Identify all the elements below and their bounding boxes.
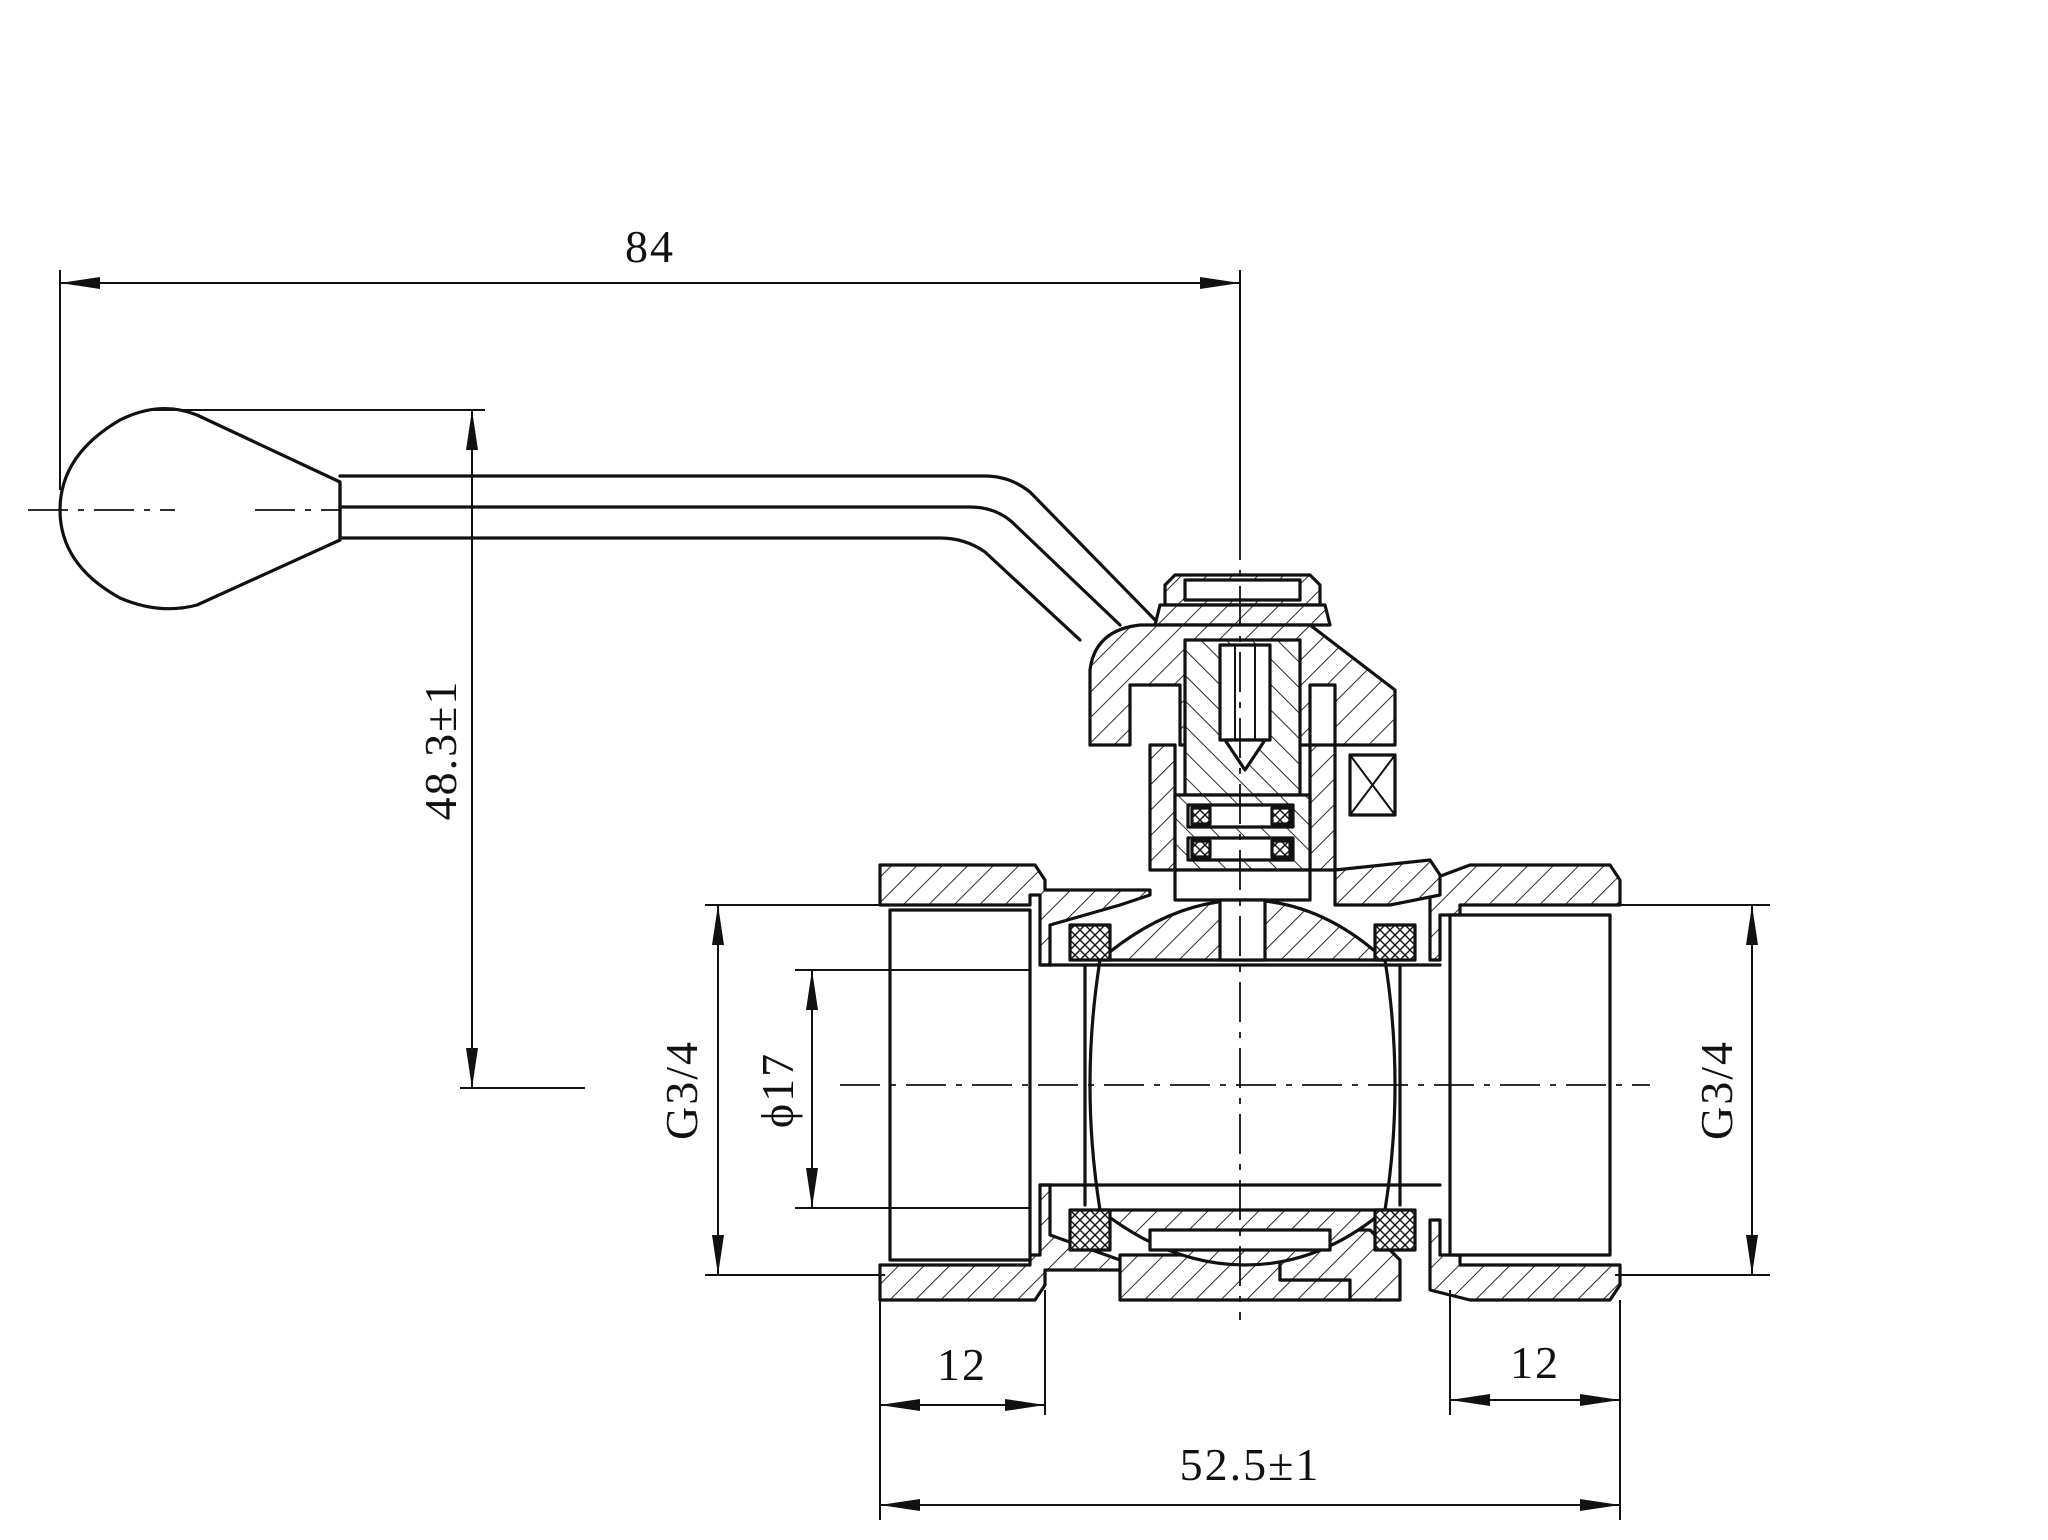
dim-label-84: 84 xyxy=(625,221,675,272)
dim-thread-depth-left: 12 xyxy=(879,1290,1046,1520)
lever-handle xyxy=(28,407,1162,642)
dim-handle-height: 48.3±1 xyxy=(150,409,585,1089)
ball xyxy=(1088,898,1397,1267)
dim-bore: ϕ17 xyxy=(752,969,1030,1209)
stem-nut xyxy=(1153,573,1332,627)
dim-label-12-right: 12 xyxy=(1510,1337,1560,1388)
bonnet xyxy=(1148,743,1337,902)
dim-label-12-left: 12 xyxy=(937,1339,987,1390)
dim-thread-left: G3/4 xyxy=(656,904,885,1276)
dim-label-48-3: 48.3±1 xyxy=(415,680,466,821)
dim-overall-length: 52.5±1 xyxy=(880,1439,1620,1511)
dim-label-phi17: ϕ17 xyxy=(752,1052,803,1128)
stem xyxy=(1183,638,1302,797)
dim-label-52-5: 52.5±1 xyxy=(1180,1439,1321,1490)
center-lines xyxy=(840,520,1650,1320)
dim-label-g34-left: G3/4 xyxy=(656,1040,707,1140)
dim-thread-right: G3/4 xyxy=(1615,904,1770,1276)
dim-handle-length: 84 xyxy=(59,221,1241,520)
seats xyxy=(1068,923,1417,1252)
dim-label-g34-right: G3/4 xyxy=(1691,1040,1742,1140)
dim-thread-depth-right: 12 xyxy=(1449,1290,1621,1520)
